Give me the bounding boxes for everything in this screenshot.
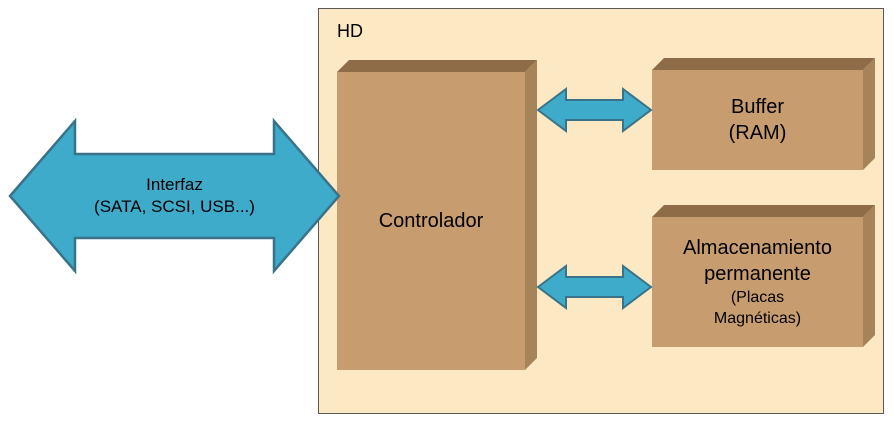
buffer-label-line2: (RAM) — [728, 122, 787, 144]
controlador-box-front-face: Controlador — [337, 72, 525, 370]
double-arrow-icon — [536, 264, 653, 310]
controlador-label: Controlador — [378, 210, 484, 232]
controlador-buffer-arrow — [536, 87, 653, 133]
almacenamiento-label-line2: permanente — [704, 263, 811, 285]
double-arrow-icon — [8, 117, 341, 275]
hd-label: HD — [337, 21, 363, 41]
almacenamiento-box-front-face: Almacenamiento permanente (Placas Magnét… — [652, 217, 863, 347]
buffer-box-front-face: Buffer (RAM) — [652, 70, 863, 170]
interfaz-label: Interfaz (SATA, SCSI, USB...) — [9, 120, 340, 272]
almacenamiento-box: Almacenamiento permanente (Placas Magnét… — [652, 205, 875, 347]
double-arrow-icon — [536, 87, 653, 133]
controlador-box: Controlador — [337, 60, 537, 370]
buffer-label-line1: Buffer — [731, 96, 784, 118]
almacenamiento-label-line3: (Placas — [730, 289, 785, 306]
almacenamiento-label-line4: Magnéticas) — [713, 310, 802, 327]
almacenamiento-label-line1: Almacenamiento — [683, 237, 832, 259]
controlador-almacenamiento-arrow — [536, 264, 653, 310]
interfaz-label-line2: (SATA, SCSI, USB...) — [94, 197, 255, 216]
interfaz-label-line1: Interfaz — [146, 175, 203, 194]
buffer-box: Buffer (RAM) — [652, 58, 875, 170]
interfaz-double-arrow: Interfaz (SATA, SCSI, USB...) — [8, 117, 341, 275]
